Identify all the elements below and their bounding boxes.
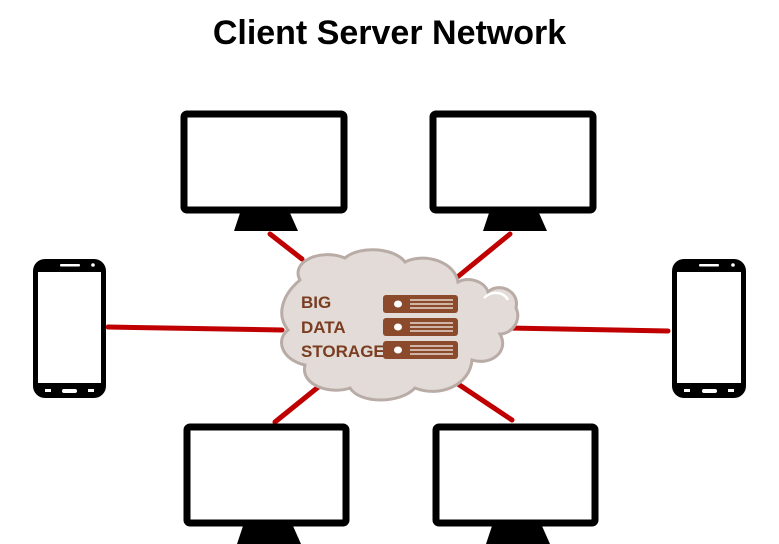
link-bottom-left	[272, 381, 325, 425]
monitor-bottom-left	[183, 423, 350, 544]
monitor-top-left	[180, 110, 348, 231]
storage-label-line-1: BIG	[301, 293, 331, 312]
phone-left	[33, 259, 106, 398]
storage-label-line-3: STORAGE	[301, 342, 385, 361]
link-bottom-right	[455, 381, 515, 423]
diagram-title: Client Server Network	[212, 14, 567, 52]
phone-right	[672, 259, 746, 398]
monitor-bottom-right	[432, 423, 599, 544]
cloud-storage: BIG DATA STORAGE	[280, 248, 520, 402]
server-rack-icon	[383, 295, 458, 359]
link-right-phone	[505, 325, 671, 334]
link-top-left	[267, 231, 305, 262]
monitor-top-right	[429, 110, 597, 231]
link-left-phone	[105, 324, 285, 333]
storage-label-line-2: DATA	[301, 318, 346, 337]
link-top-right	[452, 231, 513, 282]
